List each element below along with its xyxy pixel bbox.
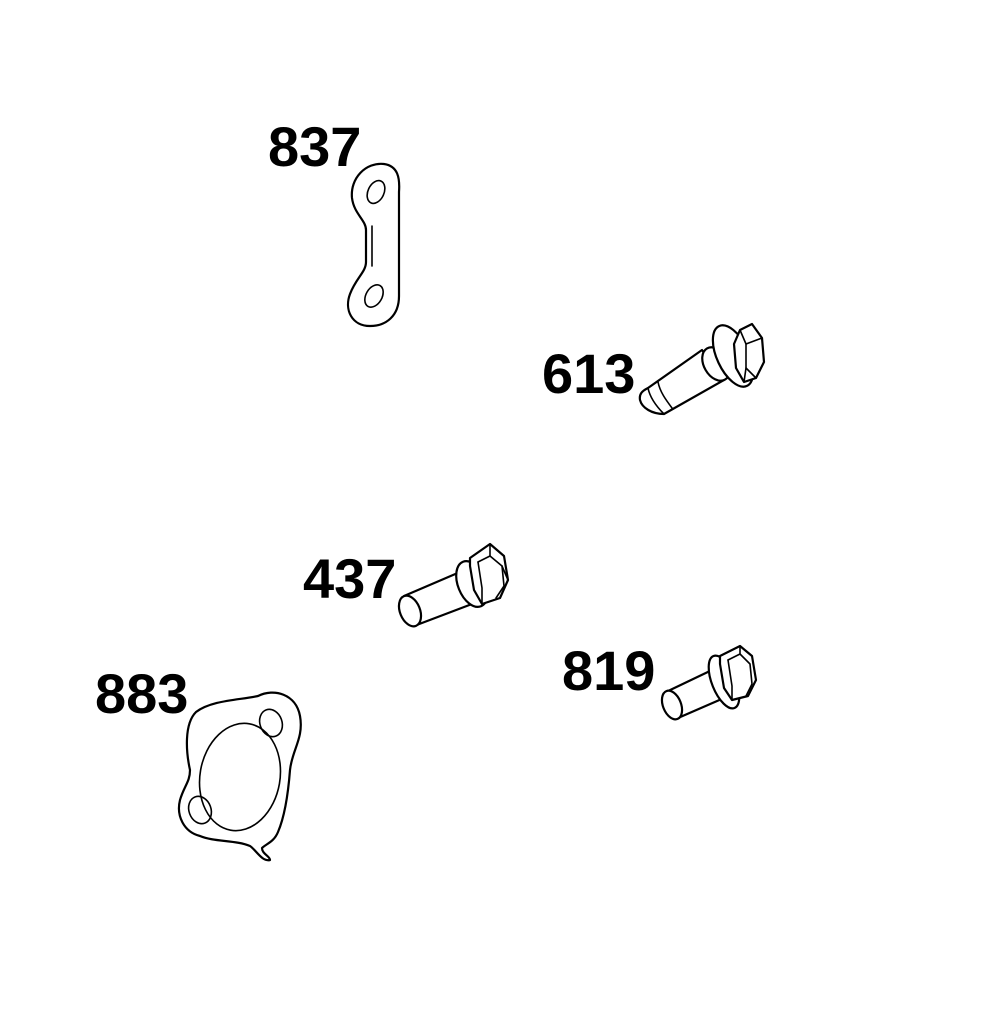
- part-label-819: 819: [562, 639, 655, 702]
- flange-bolt-long-icon: [638, 322, 766, 416]
- part-613-flange-bolt-long[interactable]: 613: [542, 319, 766, 416]
- part-437-hex-bolt-washer[interactable]: 437: [303, 542, 510, 630]
- part-837-strap[interactable]: 837: [268, 115, 401, 328]
- part-label-883: 883: [95, 662, 188, 725]
- part-819-flange-bolt-short[interactable]: 819: [562, 639, 758, 722]
- hex-bolt-washer-icon: [397, 542, 510, 628]
- part-883-gasket[interactable]: 883: [95, 662, 302, 862]
- part-label-613: 613: [542, 342, 635, 405]
- gasket-icon: [177, 691, 302, 862]
- flange-bolt-short-icon: [660, 644, 758, 721]
- strap-icon: [346, 162, 401, 328]
- part-label-437: 437: [303, 547, 396, 610]
- part-label-837: 837: [268, 115, 361, 178]
